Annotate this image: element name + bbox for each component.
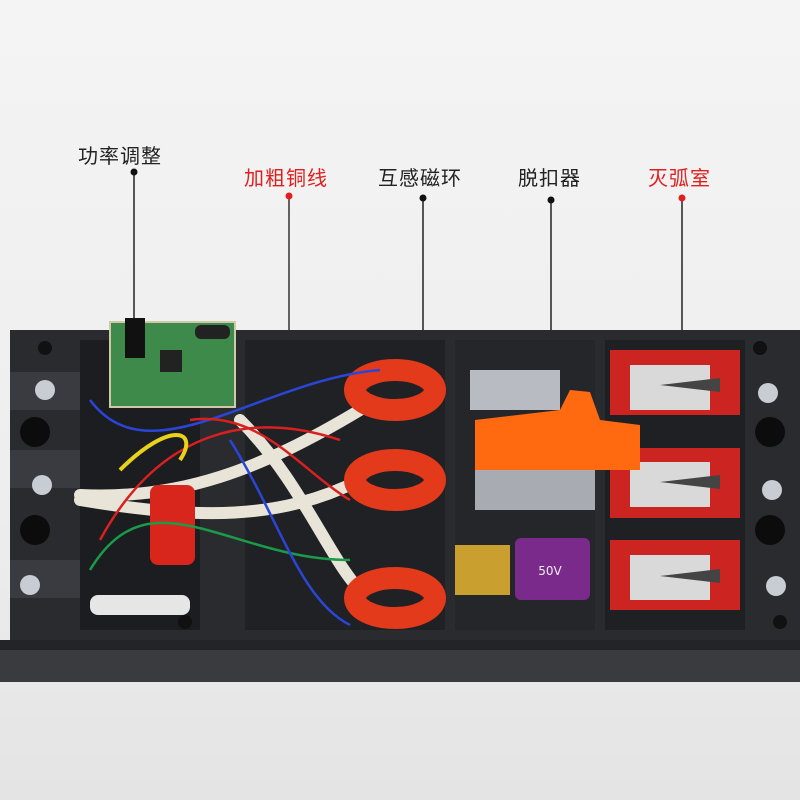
terminals-right (755, 383, 786, 596)
label-thick-copper-wire: 加粗铜线 (244, 166, 328, 190)
callout-dot (130, 168, 138, 176)
callout-dot (678, 194, 686, 202)
power-adjust-board (109, 318, 236, 408)
center-ring (150, 485, 195, 565)
label-tripper: 脱扣器 (518, 166, 581, 190)
callout-dot (547, 196, 555, 204)
bimetal-strip (90, 595, 190, 615)
terminals-left (10, 372, 80, 598)
signal-wires (88, 368, 381, 627)
callout-dot (419, 194, 427, 202)
copper-wires (74, 404, 366, 596)
label-arc-chamber: 灭弧室 (648, 166, 711, 190)
svg-text:50V: 50V (538, 564, 562, 578)
capacitor: 50V (455, 538, 590, 600)
label-transformer-ring: 互感磁环 (378, 166, 462, 190)
tripper (470, 370, 640, 510)
arc-chambers (610, 350, 740, 610)
callout-dot (285, 192, 293, 200)
transformer-rings (344, 359, 446, 629)
label-power-adjust: 功率调整 (78, 144, 162, 168)
